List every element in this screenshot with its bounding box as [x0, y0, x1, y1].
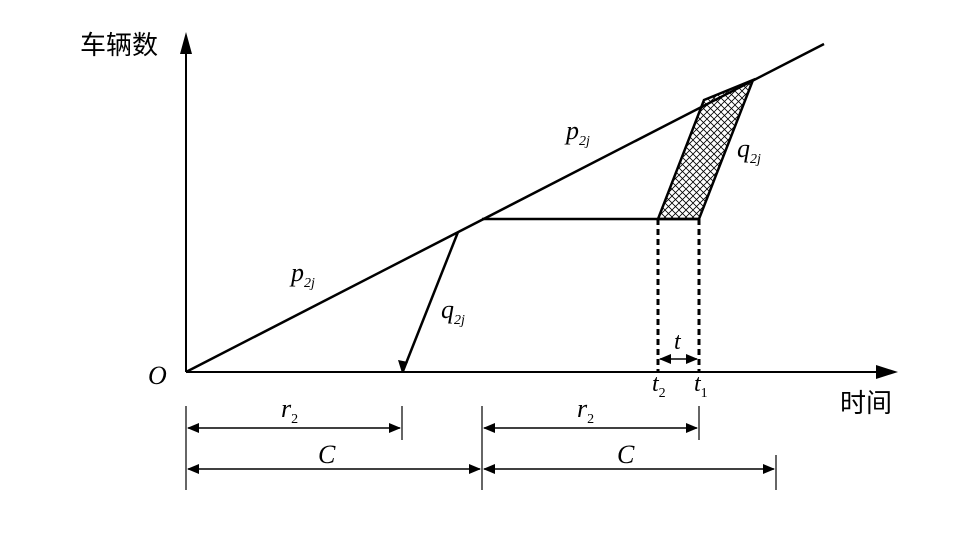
departure-label-upper: q2j	[737, 134, 761, 167]
arrival-curve	[185, 42, 825, 374]
dim-r2-first-label: r2	[281, 394, 298, 427]
dim-cycle-first-label: C	[318, 440, 336, 469]
dim-cycle-second-label: C	[617, 440, 635, 469]
y-axis-arrow-icon	[180, 32, 192, 54]
x-axis-arrow-icon	[876, 365, 898, 379]
interval-t-label: t	[674, 329, 682, 355]
departure-curve-1	[401, 231, 460, 372]
t1-label: t1	[694, 371, 708, 401]
dim-r2-second-label: r2	[577, 394, 594, 427]
t2-label: t2	[652, 371, 666, 401]
y-axis-label: 车辆数	[80, 31, 158, 61]
departure-label-lower: q2j	[441, 295, 465, 328]
origin-label: O	[148, 361, 167, 390]
departure-arrow-icon	[398, 360, 408, 373]
x-axis-label: 时间	[840, 389, 892, 419]
arrival-label-upper: p2j	[564, 116, 590, 149]
arrival-label-lower: p2j	[289, 258, 315, 291]
